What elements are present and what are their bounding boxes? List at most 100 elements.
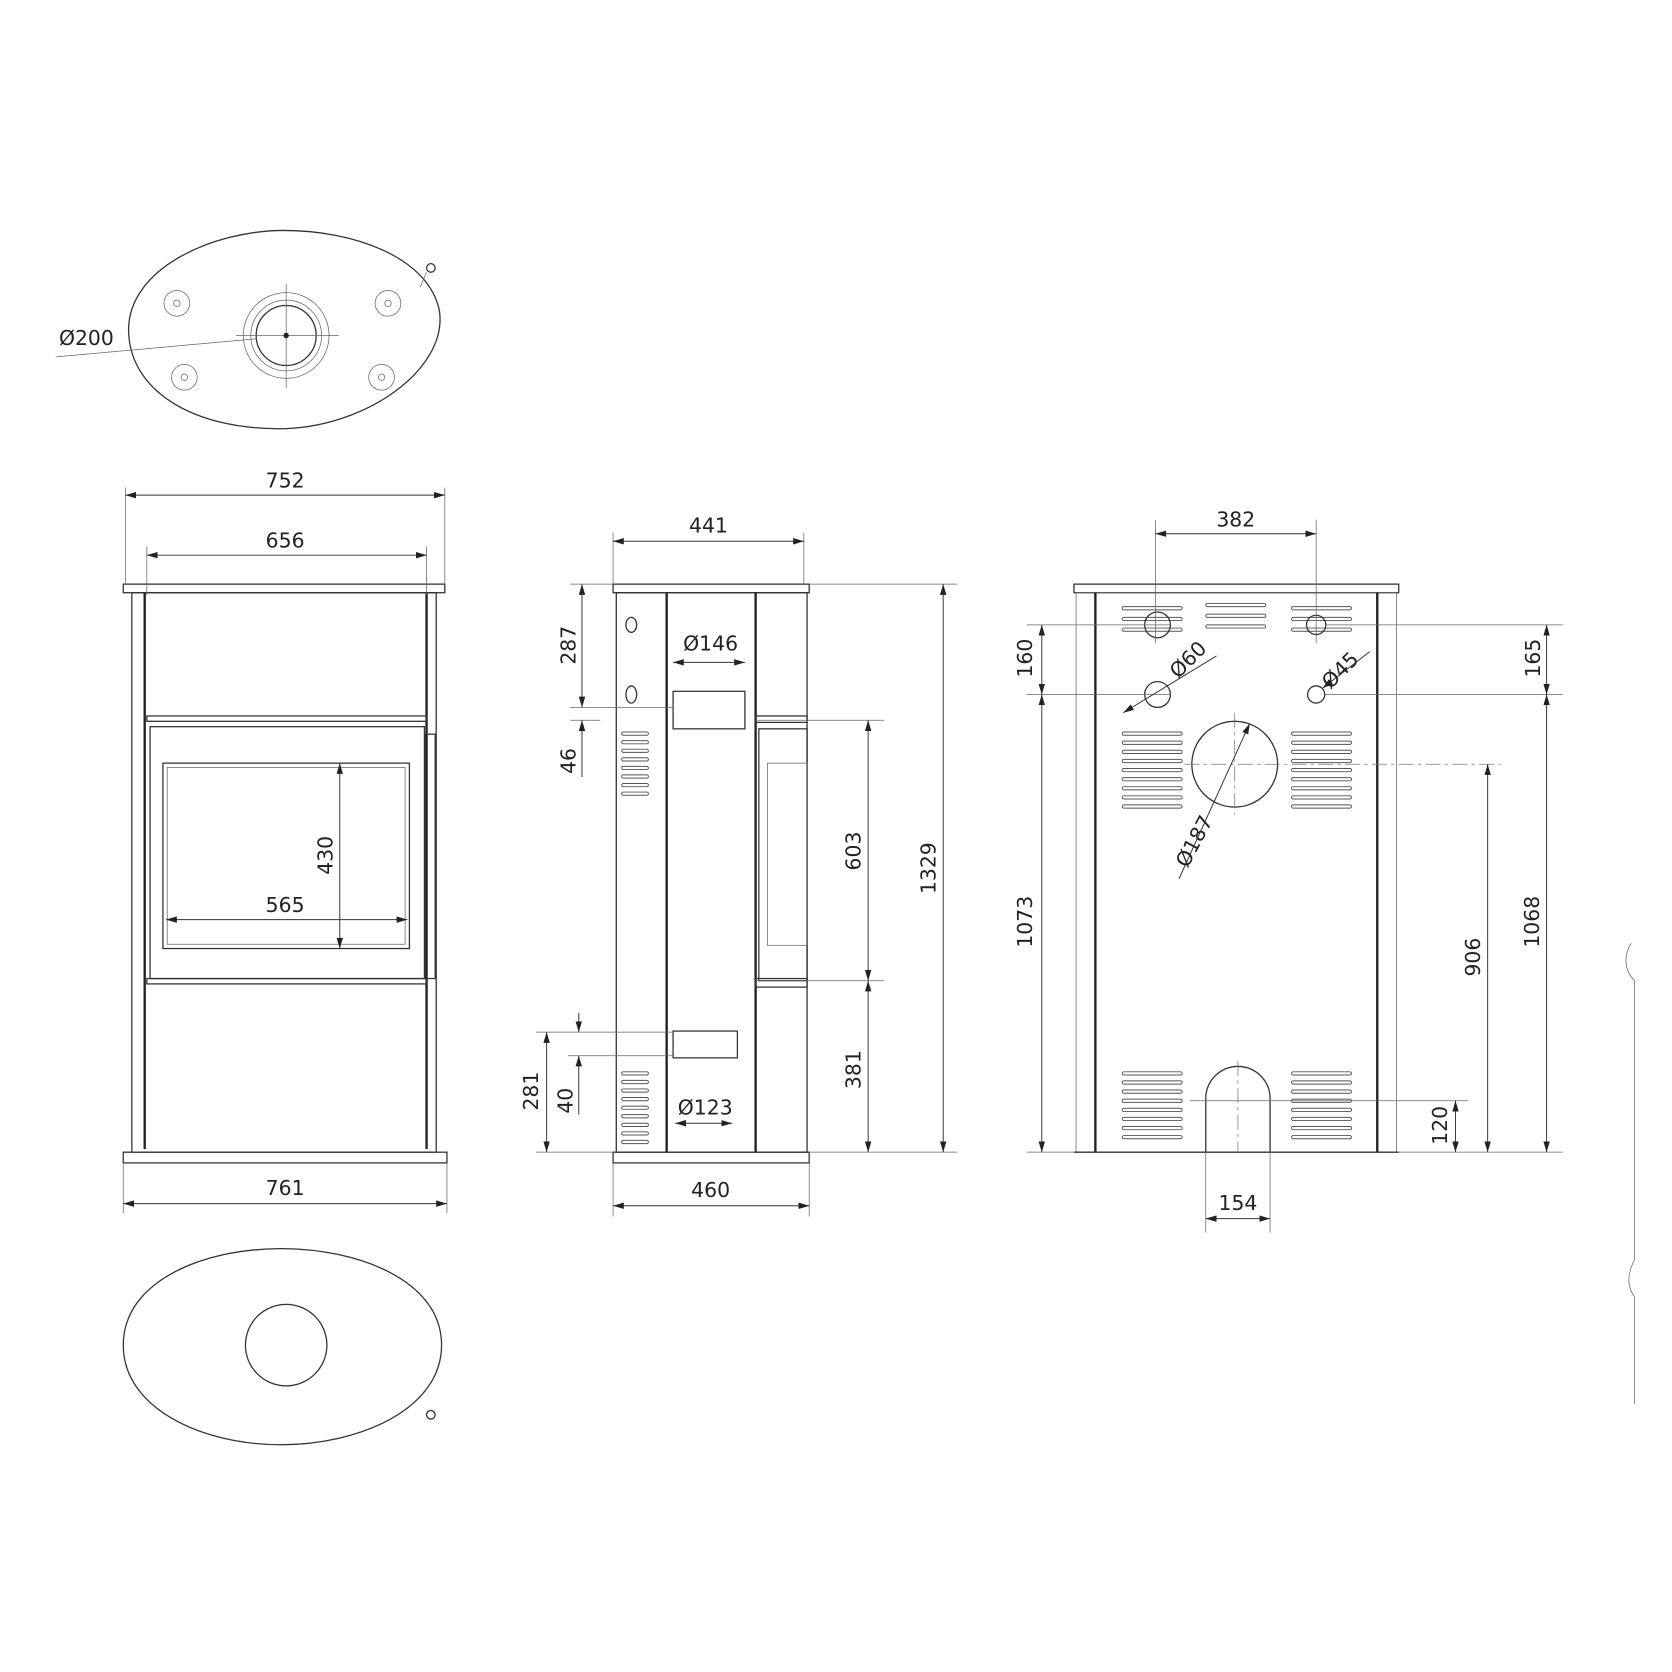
dim-glass-height: 430 — [313, 836, 337, 875]
vent-slot — [1121, 795, 1183, 800]
top-plate — [612, 583, 810, 594]
dim-depth-top: 441 — [689, 514, 728, 538]
vent-slot — [1291, 1089, 1353, 1094]
front-view: 752 656 761 430 565 — [122, 469, 448, 1214]
vent-slot — [1291, 616, 1353, 622]
vent-slot — [1291, 804, 1353, 809]
dim-bottom-inlet-height: 281 — [519, 1072, 543, 1111]
vent-slot — [621, 791, 649, 796]
vent-slot — [621, 748, 649, 753]
vent-slot — [1121, 767, 1183, 773]
vent-slot — [621, 1114, 649, 1119]
dim-air-inlet-height: 120 — [1428, 1106, 1452, 1145]
vent-slot — [621, 1105, 649, 1110]
dim-flue-187: Ø187 — [1171, 811, 1218, 871]
top-plate — [1073, 583, 1400, 594]
vent-slot — [1291, 627, 1353, 632]
vent-slot — [1121, 1135, 1183, 1140]
bottom-outline — [122, 1247, 443, 1446]
vent-slot — [621, 1097, 649, 1102]
pipe-hole-45 — [1306, 685, 1326, 704]
door — [149, 726, 426, 980]
dim-bottom-inlet-diameter: Ø123 — [678, 1096, 733, 1120]
knob-icon — [425, 263, 436, 273]
bottom-inlet — [672, 1030, 739, 1059]
side-view: 441 460 287 46 Ø146 Ø123 603 381 1329 28… — [519, 514, 958, 1217]
vent-slot — [1121, 749, 1183, 754]
bottom-view — [122, 1247, 443, 1446]
base-plate — [122, 1151, 448, 1164]
vent-slot — [1121, 786, 1183, 791]
vent-slot — [1291, 1125, 1353, 1131]
dim-width-inner: 656 — [266, 529, 305, 553]
door-handle — [424, 733, 436, 980]
glass — [162, 762, 411, 950]
dim-top-outlet-diameter: Ø146 — [683, 632, 738, 656]
vent-slot — [1121, 1071, 1183, 1076]
vent-slot — [1291, 1116, 1353, 1122]
vent-slot — [1121, 616, 1183, 622]
vent-slot — [1121, 777, 1183, 782]
vent-slot — [621, 1131, 649, 1136]
vent-slot — [1291, 758, 1353, 764]
dim-left-hole-height: 1073 — [1013, 896, 1037, 948]
knob-icon — [425, 1409, 436, 1420]
dim-air-inlet-width: 154 — [1218, 1191, 1257, 1215]
dim-bottom-inlet-size: 40 — [553, 1088, 577, 1114]
vent-slot — [621, 1071, 649, 1076]
foot-icon — [374, 290, 402, 317]
vent-slot — [621, 1139, 649, 1145]
vent-slot — [621, 731, 649, 736]
vent-slot — [621, 782, 649, 788]
vent-slot — [1205, 613, 1267, 618]
vent-slot — [1205, 602, 1267, 608]
vent-slot — [1121, 1080, 1183, 1085]
dim-leader — [55, 338, 258, 358]
dim-door-height: 603 — [842, 832, 866, 871]
vent-slot — [621, 1122, 649, 1127]
flue-collar — [235, 284, 339, 388]
flue-hole-bottom — [244, 1303, 328, 1387]
vent-slot — [1121, 1098, 1183, 1103]
vent-slot — [1121, 740, 1183, 745]
back-view: 382 160 1073 165 1068 906 120 154 Ø60 Ø4… — [1013, 507, 1563, 1233]
dim-width-top: 752 — [266, 469, 305, 493]
dim-flue-diameter-top: Ø200 — [59, 326, 114, 350]
vent-slot — [1291, 767, 1353, 773]
vent-slot — [621, 740, 649, 745]
foot-icon — [368, 364, 395, 391]
vent-slot — [1121, 731, 1183, 736]
vent-slot — [1291, 777, 1353, 782]
vent-slot — [621, 1088, 649, 1093]
top-plate — [122, 583, 446, 594]
vent-slot — [1291, 795, 1353, 800]
vent-slot — [1205, 624, 1267, 629]
dim-left-hole-spacing: 160 — [1013, 639, 1037, 678]
dim-total-height: 1329 — [917, 842, 941, 894]
top-outline — [127, 229, 441, 430]
vent-slot — [1121, 1107, 1183, 1112]
dim-hole-spacing: 382 — [1216, 507, 1255, 531]
dim-lower-height: 381 — [842, 1050, 866, 1089]
vent-slot — [1121, 627, 1183, 632]
dim-glass-width: 565 — [266, 893, 305, 917]
vent-slot — [621, 765, 649, 771]
dim-pipe-60: Ø60 — [1165, 636, 1212, 683]
vent-slot — [1291, 1107, 1353, 1112]
vent-slot — [1291, 606, 1353, 611]
dim-width-base: 761 — [266, 1176, 305, 1200]
vent-slot — [1121, 1089, 1183, 1094]
foot-icon — [171, 364, 198, 391]
vent-slot — [621, 774, 649, 779]
vent-slot — [621, 1079, 649, 1085]
vent-slot — [1291, 1135, 1353, 1140]
vent-slot — [1121, 606, 1183, 611]
dim-gap-46: 46 — [557, 748, 581, 774]
vent-slot — [1291, 731, 1353, 736]
foot-icon — [163, 290, 191, 317]
vent-slot — [1291, 786, 1353, 791]
vent-slot — [1291, 749, 1353, 754]
vent-slot — [1121, 1116, 1183, 1122]
